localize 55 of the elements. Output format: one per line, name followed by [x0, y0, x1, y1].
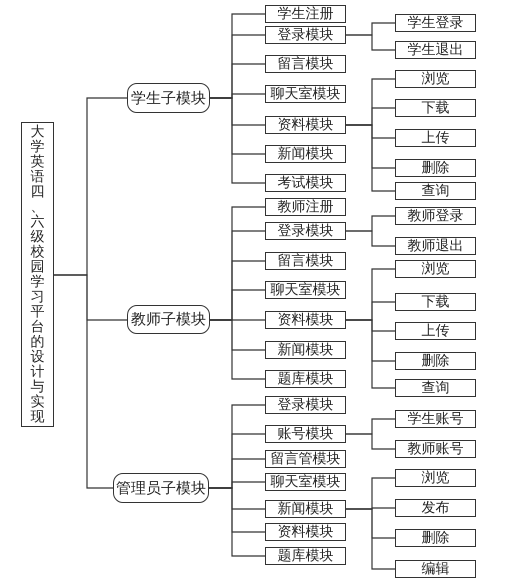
connector-line	[210, 319, 265, 380]
function-box: 下载	[395, 99, 476, 117]
connector-line	[346, 433, 395, 450]
function-box: 学生登录	[395, 14, 476, 32]
function-box: 登录模块	[265, 222, 346, 240]
connector-line	[54, 274, 113, 489]
function-box: 浏览	[395, 70, 476, 88]
function-box: 浏览	[395, 260, 476, 278]
function-box: 上传	[395, 129, 476, 147]
connector-line	[346, 230, 395, 247]
function-box: 删除	[395, 352, 476, 370]
connector-line	[346, 34, 395, 51]
function-box: 删除	[395, 529, 476, 547]
function-box: 登录模块	[265, 396, 346, 414]
module-box: 教师子模块	[127, 305, 210, 334]
connector-line	[346, 124, 395, 192]
function-box: 聊天室模块	[265, 281, 346, 299]
function-box: 教师登录	[395, 207, 476, 225]
function-box: 删除	[395, 159, 476, 177]
function-box: 资料模块	[265, 311, 346, 329]
function-box: 编辑	[395, 560, 476, 578]
function-box: 题库模块	[265, 547, 346, 565]
function-box: 下载	[395, 293, 476, 311]
function-box: 聊天室模块	[265, 473, 346, 491]
function-box: 上传	[395, 322, 476, 340]
function-box: 账号模块	[265, 425, 346, 443]
function-box: 教师注册	[265, 198, 346, 216]
module-box: 学生子模块	[127, 83, 210, 113]
connector-line	[346, 508, 395, 570]
function-box: 查询	[395, 182, 476, 200]
connector-line	[210, 97, 265, 184]
module-box: 管理员子模块	[113, 473, 209, 503]
function-box: 资料模块	[265, 523, 346, 541]
function-box: 教师退出	[395, 237, 476, 255]
function-box: 登录模块	[265, 26, 346, 44]
function-box: 新闻模块	[265, 341, 346, 359]
function-box: 聊天室模块	[265, 85, 346, 103]
function-box: 浏览	[395, 469, 476, 487]
connector-line	[209, 487, 265, 557]
function-box: 学生注册	[265, 5, 346, 23]
function-box: 留言模块	[265, 55, 346, 73]
function-box: 考试模块	[265, 174, 346, 192]
function-box: 学生退出	[395, 41, 476, 59]
function-box: 留言管模块	[265, 450, 346, 468]
function-box: 新闻模块	[265, 500, 346, 518]
function-box: 新闻模块	[265, 145, 346, 163]
function-box: 查询	[395, 379, 476, 397]
function-box: 发布	[395, 499, 476, 517]
connector-line	[346, 319, 395, 389]
function-box: 资料模块	[265, 116, 346, 134]
function-box: 留言模块	[265, 252, 346, 270]
function-box: 学生账号	[395, 410, 476, 428]
function-box: 教师账号	[395, 440, 476, 458]
function-box: 题库模块	[265, 370, 346, 388]
title-box: 大学英语四、六级校园学习平台的设计与实现	[21, 122, 54, 427]
